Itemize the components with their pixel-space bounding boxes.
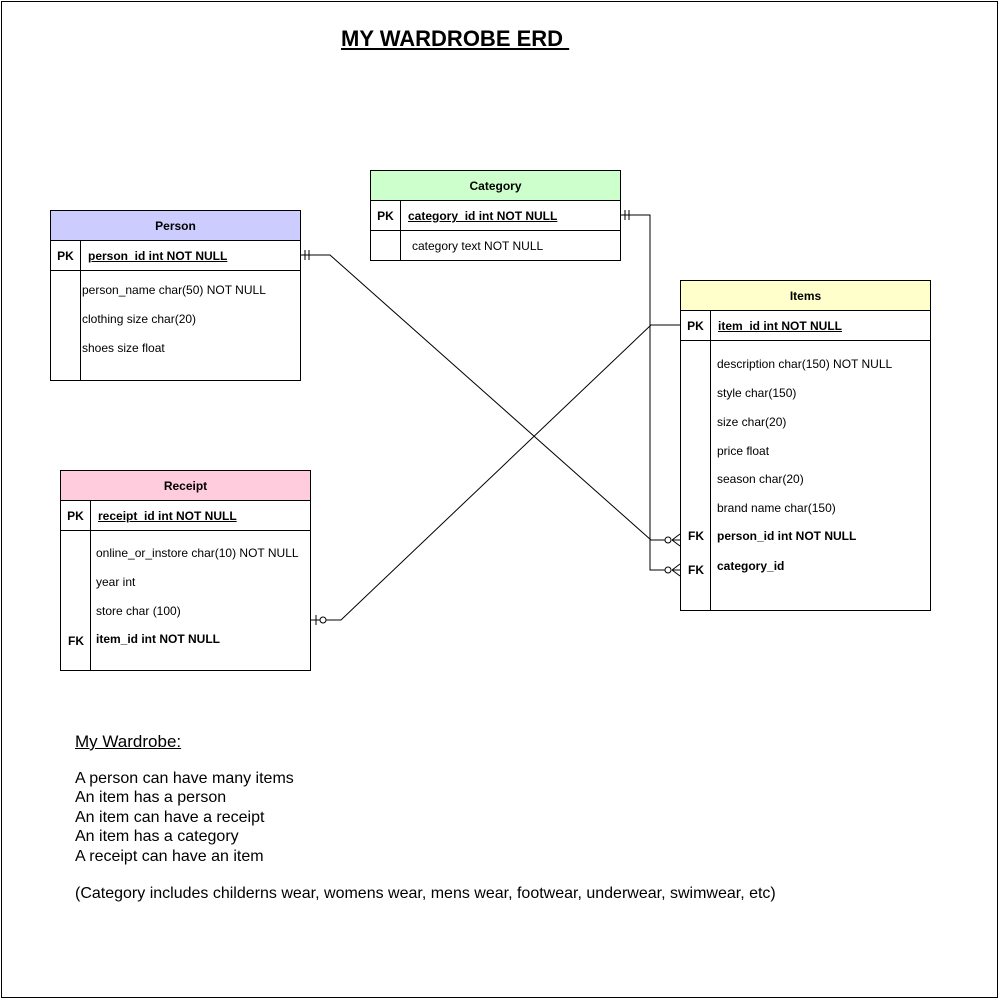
pk-label: PK: [681, 311, 711, 340]
category-field: category text NOT NULL: [412, 239, 544, 253]
category-fields: category text NOT NULL: [371, 231, 620, 260]
category-entity[interactable]: Category PK category_id int NOT NULL cat…: [370, 170, 621, 261]
fk-label: FK: [688, 529, 704, 543]
category-pk-row: PK category_id int NOT NULL: [371, 201, 620, 231]
receipt-zero-mark: [319, 616, 327, 624]
receipt-fk-field: item_id int NOT NULL: [96, 632, 220, 646]
items-pk-field: item_id int NOT NULL: [718, 319, 842, 333]
person-items-relationship: [300, 254, 666, 541]
pk-label: PK: [371, 201, 401, 230]
items-fields: description char(150) NOT NULL style cha…: [681, 341, 930, 610]
receipt-entity[interactable]: Receipt PK receipt_id int NOT NULL onlin…: [60, 470, 311, 671]
items-category-crowfoot: [671, 563, 681, 571]
notes-footer: (Category includes childerns wear, women…: [75, 885, 776, 902]
person-fields: person_name char(50) NOT NULL clothing s…: [51, 271, 300, 380]
pk-label: PK: [51, 241, 81, 270]
field-gutter: [51, 271, 81, 380]
field-gutter: [681, 341, 711, 610]
category-entity-header: Category: [371, 171, 620, 201]
items-person-zero-mark: [664, 536, 672, 544]
receipt-field: online_or_instore char(10) NOT NULL: [96, 546, 299, 560]
items-pk-row: PK item_id int NOT NULL: [681, 311, 930, 341]
receipt-pk-field: receipt_id int NOT NULL: [98, 509, 237, 523]
receipt-fields: online_or_instore char(10) NOT NULL year…: [61, 531, 310, 670]
diagram-notes: My Wardrobe: A person can have many item…: [75, 732, 776, 904]
items-category-zero-mark: [664, 566, 672, 574]
items-person-crowfoot: [671, 533, 681, 541]
items-field: description char(150) NOT NULL: [717, 357, 893, 371]
notes-heading: My Wardrobe:: [75, 732, 182, 751]
items-entity-header: Items: [681, 281, 930, 311]
category-items-relationship: [620, 214, 666, 571]
notes-line: An item can have a receipt: [75, 808, 265, 826]
receipt-entity-header: Receipt: [61, 471, 310, 501]
fk-label: FK: [688, 563, 704, 577]
diagram-title: MY WARDROBE ERD: [341, 26, 570, 51]
items-field: style char(150): [717, 386, 797, 400]
items-field: size char(20): [717, 415, 787, 429]
items-person-crowfoot: [671, 539, 681, 547]
notes-line: A person can have many items: [75, 769, 294, 787]
category-pk-field: category_id int NOT NULL: [408, 209, 558, 223]
field-gutter: [371, 231, 401, 260]
notes-line: An item has a category: [75, 828, 239, 845]
person-pk-field: person_id int NOT NULL: [88, 249, 228, 263]
receipt-pk-row: PK receipt_id int NOT NULL: [61, 501, 310, 531]
person-field: shoes size float: [82, 341, 165, 355]
items-field: brand name char(150): [717, 501, 836, 515]
notes-line: A receipt can have an item: [75, 847, 264, 865]
receipt-field: store char (100): [96, 604, 181, 618]
person-field: person_name char(50) NOT NULL: [82, 283, 266, 297]
person-field: clothing size char(20): [82, 312, 197, 326]
items-fk-field: person_id int NOT NULL: [717, 529, 857, 543]
person-entity-header: Person: [51, 211, 300, 241]
items-field: season char(20): [717, 472, 804, 486]
field-gutter: [61, 531, 91, 670]
items-field: price float: [717, 444, 770, 458]
fk-label: FK: [68, 634, 84, 648]
items-receipt-relationship: [311, 324, 680, 621]
pk-label: PK: [61, 501, 91, 530]
items-fk-field: category_id: [717, 559, 785, 573]
items-category-crowfoot: [671, 569, 681, 577]
person-pk-row: PK person_id int NOT NULL: [51, 241, 300, 271]
receipt-field: year int: [96, 575, 136, 589]
items-entity[interactable]: Items PK item_id int NOT NULL descriptio…: [680, 280, 931, 611]
notes-line: An item has a person: [75, 789, 227, 806]
person-entity[interactable]: Person PK person_id int NOT NULL person_…: [50, 210, 301, 381]
